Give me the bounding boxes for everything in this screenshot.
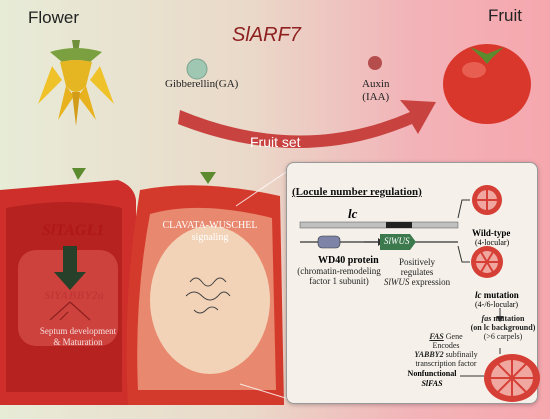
fas-gene-line1: FAS Gene xyxy=(396,332,496,341)
wd40-line1: (chromatin-remodeling xyxy=(297,266,381,276)
wildtype-subtitle: (4-locular) xyxy=(475,238,510,247)
clavata-line2: signaling xyxy=(191,232,229,243)
wus-gene-box xyxy=(380,234,416,250)
lc-mutation-subtitle: (4-/6-locular) xyxy=(475,300,519,309)
tomato-section-middle xyxy=(126,167,293,405)
wus-description: Positively regulates SlWUS expression xyxy=(378,257,456,287)
lc-locus-marker xyxy=(386,222,412,228)
wd40-line2: factor 1 subunit) xyxy=(309,276,369,286)
fas-mutation-label: fas mutation (on lc background) (>6 carp… xyxy=(466,314,540,341)
wildtype-title: Wild-type xyxy=(472,228,511,238)
fas-mutation-line2: (on lc background) xyxy=(470,323,536,332)
clavata-wuschel-label: CLAVATA-WUSCHEL signaling xyxy=(150,220,270,244)
slfas-text: SlFAS xyxy=(421,379,443,388)
gibberellin-label: Gibberellin(GA) xyxy=(165,78,239,90)
gene-yabby2a-label: SlYABBY2a xyxy=(44,288,104,302)
nonfunctional-text: Nonfunctional xyxy=(407,369,457,378)
lc-mutation-text: mutation xyxy=(481,290,519,300)
wd40-protein-box xyxy=(317,235,341,249)
lc-mutant-tomato-slice xyxy=(471,246,503,278)
fas-gene-line3: YABBY2 subfinaily xyxy=(396,350,496,359)
fruit-set-label: Fruit set xyxy=(250,134,301,150)
septum-development-label: Septum development & Maturation xyxy=(30,326,126,348)
auxin-molecule-icon xyxy=(368,56,382,70)
gibberellin-molecule-icon xyxy=(186,58,208,80)
fas-mutation-gene: fas xyxy=(481,314,492,323)
lc-mutation-gene: lc xyxy=(475,290,482,300)
fas-gene-line2: Encodes xyxy=(432,341,460,350)
wd40-description: (chromatin-remodeling factor 1 subunit) xyxy=(283,266,395,286)
wildtype-tomato-slice xyxy=(472,185,502,215)
fas-gene-line4: transcription factor xyxy=(415,359,477,368)
fas-mutant-tomato-slice xyxy=(484,354,540,402)
septum-line2: & Maturation xyxy=(53,337,103,347)
fas-gene-name: FAS xyxy=(429,332,444,341)
flower-title: Flower xyxy=(28,8,80,27)
fruit-title: Fruit xyxy=(488,6,522,25)
arrow-to-lc-mutation xyxy=(457,245,470,263)
gene-arf7-label: SlARF7 xyxy=(232,24,301,46)
fas-mutation-line1: fas mutation xyxy=(466,314,540,323)
wus-line3-gene: SlWUS xyxy=(383,277,410,287)
lc-gene-label: lc xyxy=(348,206,358,221)
arrow-to-wildtype xyxy=(457,199,470,219)
gene-tagl1-label: SlTAGL1 xyxy=(42,222,105,239)
arrowhead-icon xyxy=(496,316,504,322)
auxin-line2: (IAA) xyxy=(362,91,390,103)
fas-yabby-name: YABBY2 xyxy=(414,350,444,359)
auxin-line1: Auxin xyxy=(362,78,390,90)
wus-line1: Positively xyxy=(398,257,435,267)
wus-line3: SlWUS expression xyxy=(378,277,456,287)
clavata-line1: CLAVATA-WUSCHEL xyxy=(162,220,258,231)
wd40-protein-title: WD40 protein xyxy=(318,255,379,266)
tomato-section-left xyxy=(0,168,136,405)
wus-line3-text: expression xyxy=(409,277,451,287)
locule-regulation-header: (Locule number regulation) xyxy=(292,186,422,198)
tagl1-to-yabby-arrow xyxy=(49,246,91,321)
wus-gene-label: SlWUS xyxy=(384,236,410,246)
fas-mutation-line3: (>6 carpels) xyxy=(483,332,523,341)
fas-yabby-text: subfinaily xyxy=(443,350,478,359)
fas-mutation-text: mutation xyxy=(491,314,525,323)
fas-gene-text: Gene xyxy=(443,332,463,341)
fruit-set-arrow xyxy=(178,100,436,148)
auxin-label: Auxin (IAA) xyxy=(362,78,390,104)
nonfunctional-fas-label: Nonfunctional SlFAS xyxy=(402,369,462,389)
septum-line1: Septum development xyxy=(39,326,117,336)
fas-gene-description: FAS Gene Encodes YABBY2 subfinaily trans… xyxy=(396,332,496,368)
lc-mutation-title: lc mutation xyxy=(475,290,519,300)
lc-gene-bar xyxy=(299,221,459,229)
fruit-tomato-illustration xyxy=(443,44,531,124)
flower-illustration xyxy=(38,40,114,126)
wus-line2: regulates xyxy=(400,267,434,277)
